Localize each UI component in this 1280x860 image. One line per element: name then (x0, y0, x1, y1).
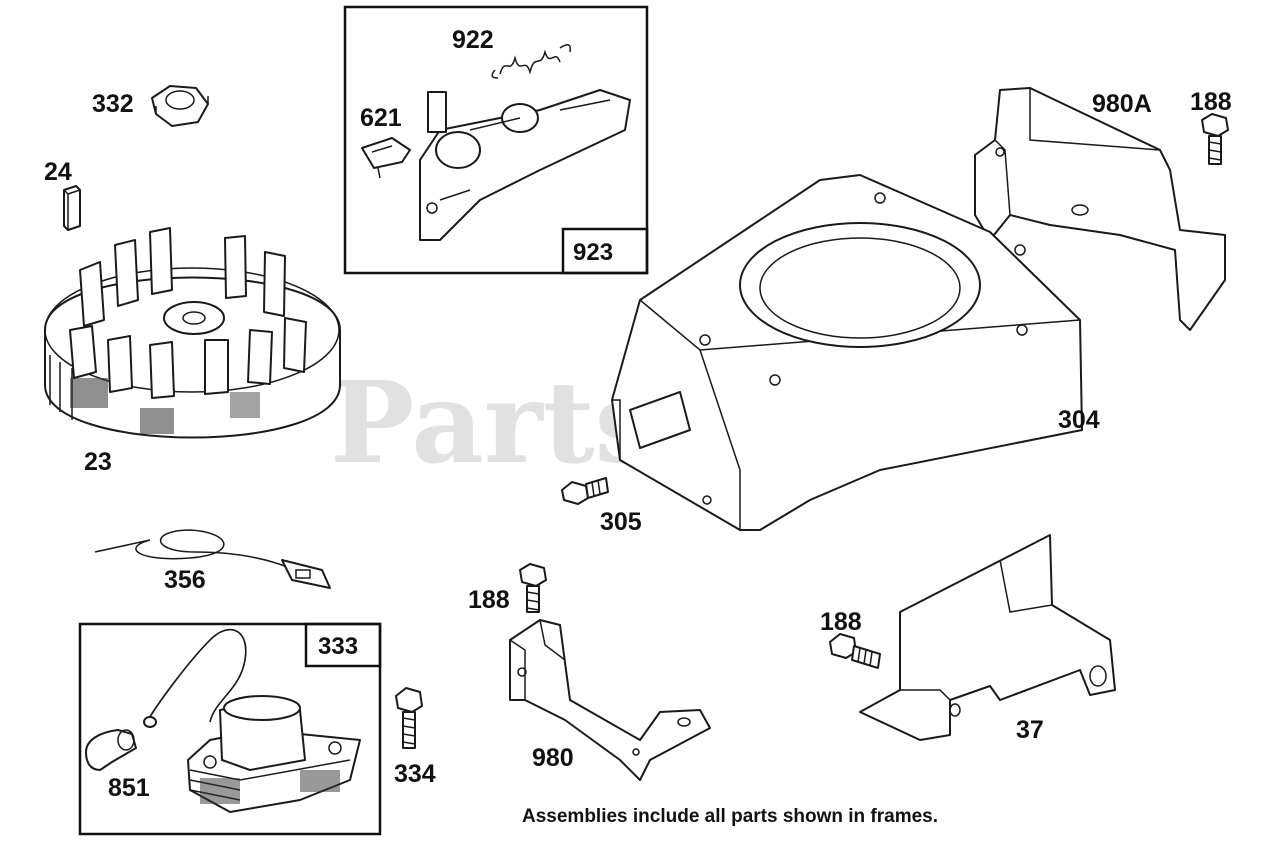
part-923-governor-bracket[interactable] (419, 89, 631, 241)
label-922: 922 (452, 26, 494, 54)
frame-923 (343, 5, 649, 275)
label-37: 37 (1016, 716, 1044, 744)
part-332-hex-nut[interactable] (151, 85, 209, 127)
label-188-top: 188 (1190, 88, 1232, 116)
part-24-key[interactable] (63, 185, 81, 231)
label-305: 305 (600, 508, 642, 536)
part-334-screw[interactable] (395, 687, 423, 749)
part-188-mid-bolt[interactable] (519, 563, 547, 613)
label-23: 23 (84, 448, 112, 476)
frame-333 (78, 622, 382, 836)
frame-923-label: 923 (573, 239, 613, 266)
part-188-top-bolt[interactable] (1201, 113, 1229, 165)
part-304-blower-housing[interactable] (611, 174, 1083, 531)
label-304: 304 (1058, 406, 1100, 434)
part-305-screw[interactable] (561, 477, 609, 505)
label-188-right: 188 (820, 608, 862, 636)
part-333-armature[interactable] (143, 629, 361, 813)
label-356: 356 (164, 566, 206, 594)
part-851-spark-plug-boot[interactable] (85, 729, 137, 771)
part-23-flywheel[interactable] (44, 227, 341, 439)
part-188-right-bolt[interactable] (829, 633, 881, 669)
part-980-bracket[interactable] (509, 619, 711, 781)
part-922-spring[interactable] (491, 44, 572, 79)
part-980A-baffle[interactable] (974, 87, 1226, 331)
label-851: 851 (108, 774, 150, 802)
footnote: Assemblies include all parts shown in fr… (522, 806, 938, 827)
frame-923-label-box (561, 227, 649, 275)
part-37-bracket[interactable] (859, 534, 1116, 741)
label-24: 24 (44, 158, 72, 186)
part-356-ground-wire[interactable] (94, 529, 331, 589)
label-980A: 980A (1092, 90, 1152, 118)
label-980: 980 (532, 744, 574, 772)
frame-333-label: 333 (318, 633, 358, 660)
label-621: 621 (360, 104, 402, 132)
frame-333-label-box (304, 622, 382, 668)
label-188-mid: 188 (468, 586, 510, 614)
label-332: 332 (92, 90, 134, 118)
part-621-clip[interactable] (361, 137, 411, 179)
label-334: 334 (394, 760, 436, 788)
